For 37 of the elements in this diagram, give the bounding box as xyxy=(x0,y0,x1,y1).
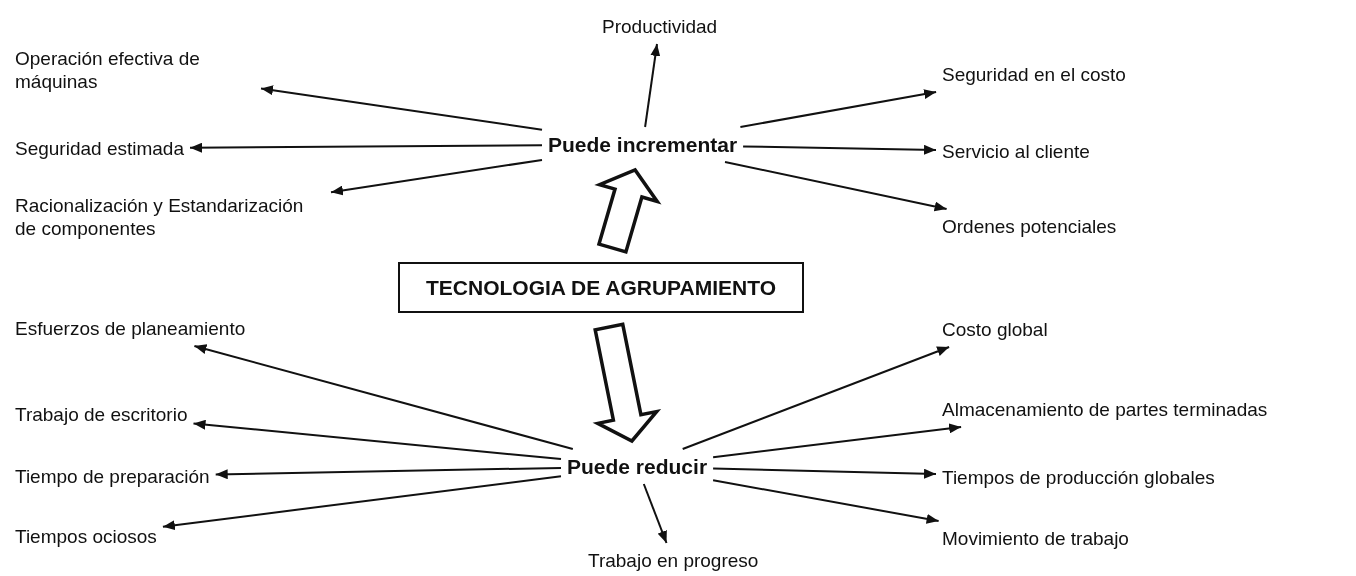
outcome-label: Movimiento de trabajo xyxy=(942,527,1129,550)
outcome-label: Tiempo de preparación xyxy=(15,465,210,488)
outcome-label: Operación efectiva de máquinas xyxy=(15,47,255,93)
arrow xyxy=(712,479,940,524)
outcome-label: Ordenes potenciales xyxy=(942,215,1117,238)
outcome-label: Esfuerzos de planeamiento xyxy=(15,317,246,340)
block-arrow xyxy=(594,167,662,255)
arrow xyxy=(724,161,948,212)
arrow xyxy=(742,144,937,155)
outcome-label: Costo global xyxy=(942,318,1048,341)
arrow xyxy=(681,346,951,450)
arrow xyxy=(214,466,562,480)
arrow xyxy=(193,344,574,450)
category-heading: Puede reducir xyxy=(567,455,708,478)
arrow xyxy=(739,89,938,128)
category-heading: Puede incrementar xyxy=(548,133,738,156)
outcome-label: Trabajo de escritorio xyxy=(15,403,188,426)
arrow xyxy=(642,483,668,544)
arrow xyxy=(330,158,543,196)
outcome-label: Tiempos ociosos xyxy=(15,525,157,548)
arrow xyxy=(192,419,562,461)
arrow xyxy=(712,423,963,459)
outcome-label: Almacenamiento de partes terminadas xyxy=(942,398,1268,421)
block-arrow xyxy=(592,322,662,444)
arrow xyxy=(260,85,543,131)
arrow xyxy=(161,475,562,531)
outcome-label: Racionalización y Estandarización de componentes xyxy=(15,194,325,240)
arrow xyxy=(189,142,543,153)
outcome-label: Productividad xyxy=(602,15,718,38)
arrow xyxy=(712,467,937,479)
outcome-label: Seguridad estimada xyxy=(15,137,184,160)
arrow xyxy=(644,43,661,128)
outcome-label: Trabajo en progreso xyxy=(588,549,759,572)
concept-box: TECNOLOGIA DE AGRUPAMIENTO xyxy=(398,262,804,313)
outcome-label: Servicio al cliente xyxy=(942,140,1090,163)
outcome-label: Seguridad en el costo xyxy=(942,63,1126,86)
outcome-label: Tiempos de producción globales xyxy=(942,466,1215,489)
